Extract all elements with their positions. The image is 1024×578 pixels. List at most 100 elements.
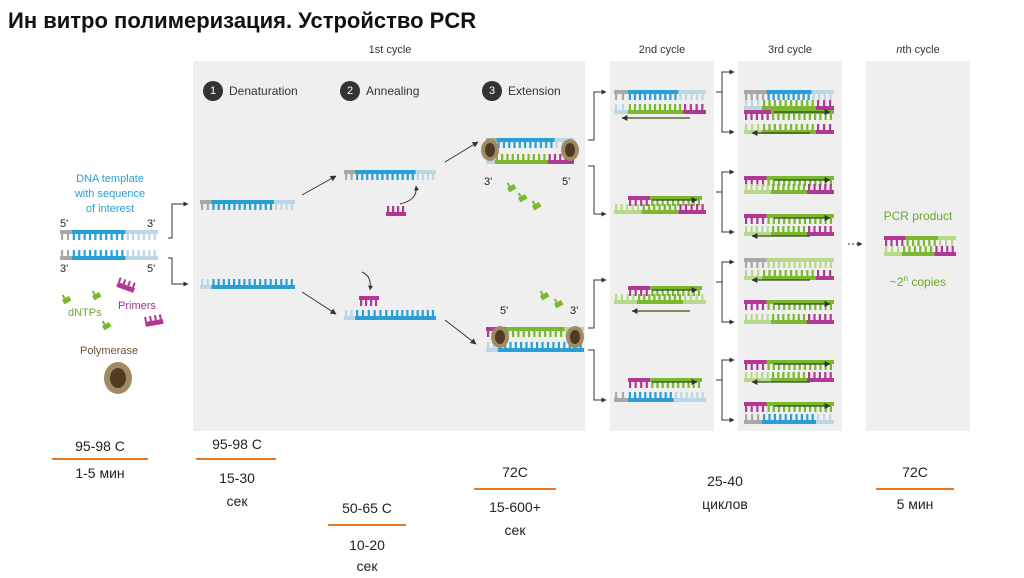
template-label-3: of interest (85, 203, 135, 215)
step-number: 1 (203, 81, 223, 101)
step-label: Denaturation (229, 84, 298, 98)
primer-bind-arrow (361, 271, 374, 291)
step-denaturation: 1 Denaturation (203, 81, 298, 101)
pcr-product-bottom (884, 246, 956, 256)
nth-rest: th cycle (902, 44, 940, 56)
c3-strand (744, 300, 834, 310)
dntps-label: dNTPs (68, 307, 102, 319)
cond-extension-bottom-1: 15-600+ (489, 499, 541, 515)
c2-strand (628, 378, 702, 388)
primer-bind-arrow (399, 185, 420, 205)
copies-exp: n (903, 274, 909, 283)
nth-italic: n (896, 44, 903, 56)
cond-cycles-bottom: циклов (702, 496, 748, 512)
c2-strand (614, 294, 706, 304)
primer-icon (144, 314, 164, 327)
c3-strand (744, 258, 834, 268)
copies-prefix: ~2 (889, 275, 904, 289)
cond-extension-line (474, 488, 556, 490)
cond-extension-bottom-2: сек (504, 522, 526, 538)
branch-arrow (716, 281, 735, 325)
panel-first-cycle (193, 61, 585, 431)
cond-denaturation-bottom-1: 15-30 (219, 470, 255, 486)
bracket-arrow-up (168, 201, 189, 239)
ext-top-three-prime: 3' (484, 176, 493, 188)
annealing-primer-bottom (359, 296, 379, 306)
cond-denaturation-line (196, 458, 276, 460)
cond-extension-top: 72C (502, 464, 528, 480)
dntp-icon (553, 298, 564, 309)
annealing-top-strand (344, 170, 436, 180)
polymerase-icon-core (110, 368, 126, 388)
pcr-product-label: PCR product (883, 209, 953, 223)
step-number: 3 (482, 81, 502, 101)
branch-arrow (716, 191, 735, 235)
template-five-prime-top: 5' (60, 218, 69, 230)
primers-label: Primers (118, 300, 156, 312)
template-five-prime-bottom: 5' (147, 263, 156, 275)
c3-strand (744, 184, 834, 194)
polymerase-bottom-right (566, 326, 584, 348)
c3-strand (744, 270, 834, 280)
step-label: Annealing (366, 84, 420, 98)
c2-strand (614, 204, 706, 214)
c3-strand (744, 372, 834, 382)
cond-denaturation-bottom-2: сек (226, 493, 248, 509)
primer-icon (116, 277, 136, 293)
cond-annealing-line (328, 524, 406, 526)
dntp-icon (101, 320, 112, 331)
pcr-product-top (884, 236, 956, 246)
header-second-cycle: 2nd cycle (638, 44, 686, 56)
step-extension: 3 Extension (482, 81, 561, 101)
ext-bottom-five-prime: 5' (500, 305, 509, 317)
cond-final-bottom: 5 мин (896, 496, 934, 512)
ext-top-five-prime: 5' (562, 176, 571, 188)
header-third-cycle: 3rd cycle (767, 44, 813, 56)
annealing-bottom-strand (344, 310, 436, 320)
c2-strand (628, 196, 702, 206)
branch-arrow (716, 91, 735, 135)
branch-arrow (716, 379, 735, 423)
arrow-to-extension-bottom (444, 319, 477, 345)
extension-top-new (486, 154, 574, 164)
c2-strand (614, 392, 706, 402)
c3-strand (744, 414, 834, 424)
polymerase-bottom-left (491, 326, 509, 348)
cond-final-line (876, 488, 954, 490)
cond-annealing-top: 50-65 C (342, 500, 392, 516)
c3-strand (744, 226, 834, 236)
extension-top-template (486, 138, 574, 148)
bracket-arrow-down (168, 257, 189, 287)
cond-initial-top: 95-98 C (75, 438, 125, 454)
dntp-icon (506, 182, 517, 193)
dntp-icon (517, 192, 528, 203)
arrow-to-extension-top (444, 141, 479, 163)
cond-final-top: 72C (902, 464, 928, 480)
cond-annealing-bottom-2: сек (356, 558, 378, 574)
cond-initial-line (52, 458, 148, 460)
header-first-cycle: 1st cycle (368, 44, 412, 56)
branch-arrow (588, 89, 607, 141)
dntp-icon (91, 290, 102, 301)
c2-strand (614, 104, 706, 114)
copies-label: ~2n copies (870, 274, 966, 289)
template-label-1: DNA template (76, 173, 144, 185)
branch-arrow (716, 357, 735, 381)
c3-strand (744, 214, 834, 224)
branch-arrow (716, 169, 735, 193)
branch-arrow (588, 277, 607, 329)
arrow-to-annealing-top (301, 175, 337, 196)
copies-suffix: copies (908, 275, 947, 289)
polymerase-top-left (481, 139, 499, 161)
c3-strand (744, 176, 834, 186)
cond-initial-bottom: 1-5 мин (75, 465, 125, 481)
dntp-icon (61, 294, 72, 305)
header-nth-cycle: nth cycle (886, 44, 950, 56)
step-annealing: 2 Annealing (340, 81, 419, 101)
cond-cycles-top: 25-40 (707, 473, 743, 489)
template-three-prime-bottom: 3' (60, 263, 69, 275)
c2-strand (614, 90, 706, 100)
branch-arrow (588, 349, 607, 403)
branch-arrow (588, 165, 607, 217)
